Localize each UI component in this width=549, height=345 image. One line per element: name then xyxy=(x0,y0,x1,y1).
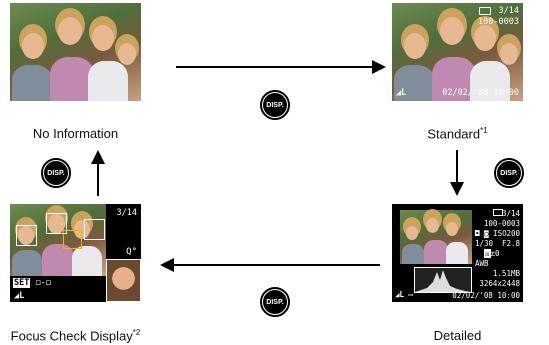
image-counter: 3/14 xyxy=(501,209,520,218)
disp-button-icon: DISP. xyxy=(41,158,71,188)
standard-label: Standard xyxy=(427,126,481,142)
arrow-right xyxy=(176,60,386,74)
disp-button-icon: DISP. xyxy=(260,90,290,120)
folder-file-number: 100-0003 xyxy=(478,17,519,27)
focus-check-screen: 3/14 Q° SET ◻-◻ ◢L xyxy=(10,204,141,302)
standard-caption: Standard*1 xyxy=(392,126,523,141)
photo-thumbnail xyxy=(10,204,106,276)
standard-screen: 3/14 100-0003 ◢L 02/02/'08 10:00 xyxy=(392,3,523,101)
magnify-icon: Q° xyxy=(126,247,137,257)
battery-icon xyxy=(479,7,491,15)
focus-check-caption: Focus Check Display*2 xyxy=(0,328,151,343)
focus-frame xyxy=(16,225,37,246)
focus-frame-active xyxy=(63,230,82,249)
disp-button-icon: DISP. xyxy=(494,158,524,188)
no-information-screen xyxy=(10,3,141,101)
image-counter: 3/14 xyxy=(498,6,519,16)
aperture-value: F2.8 xyxy=(501,239,520,248)
shutter-speed: 1/30 xyxy=(475,239,494,248)
recording-pixels: 3264x2448 xyxy=(479,279,520,288)
file-size: 1.51MB xyxy=(492,269,520,278)
zoomed-face-view xyxy=(106,259,141,302)
folder-file-number: 100-0003 xyxy=(483,219,520,228)
no-information-caption: No Information xyxy=(32,126,119,141)
focus-frame xyxy=(46,213,67,234)
arrow-left xyxy=(160,258,380,272)
photo xyxy=(10,3,141,101)
arrow-up xyxy=(91,150,105,196)
histogram xyxy=(414,267,472,293)
photo xyxy=(392,3,523,101)
iso-value: 200 xyxy=(506,229,520,238)
standard-footnote: *1 xyxy=(480,126,488,135)
image-size-icon: ◢L xyxy=(396,88,407,98)
image-counter: 3/14 xyxy=(116,208,137,218)
photo-thumbnail xyxy=(400,210,472,264)
white-balance-icon: AWB xyxy=(475,259,489,268)
shooting-datetime: 02/02/'08 10:00 xyxy=(452,291,520,300)
set-label: SET xyxy=(13,278,31,288)
camera-mode-icon: ◘ ◙ ISO xyxy=(475,229,507,238)
shooting-datetime: 02/02/'08 10:00 xyxy=(442,88,519,98)
set-button-hint: SET ◻-◻ xyxy=(13,278,51,288)
disp-button-icon: DISP. xyxy=(260,287,290,317)
image-size-icon: ◢L xyxy=(14,291,25,301)
exposure-compensation: ☒±0 xyxy=(484,249,500,258)
focus-frame xyxy=(84,219,105,240)
detailed-caption: Detailed xyxy=(433,328,482,343)
arrow-down xyxy=(450,150,464,196)
focus-check-label: Focus Check Display xyxy=(10,328,133,344)
detailed-screen: 3/14 100-0003 ◘ ◙ ISO 200 1/30 F2.8 ☒±0 … xyxy=(392,204,523,302)
battery-icon xyxy=(493,209,503,216)
focus-check-footnote: *2 xyxy=(132,328,141,337)
image-size-icon: ◢L ▭ xyxy=(395,290,414,299)
